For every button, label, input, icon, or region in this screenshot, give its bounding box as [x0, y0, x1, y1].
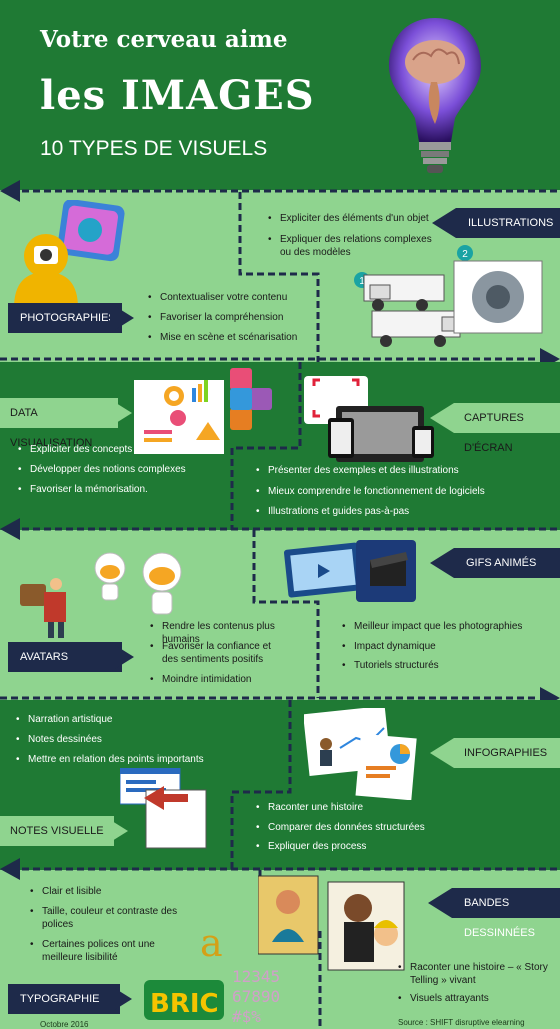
svg-text:a: a	[200, 921, 223, 965]
section1-divider	[238, 192, 320, 362]
illustrations-bullet-1: Expliciter des éléments d'un objet	[268, 212, 440, 225]
notes-bullet-3: Mettre en relation des points importants	[16, 753, 268, 766]
arrow-right-icon	[110, 642, 134, 672]
arrow-right-icon	[104, 816, 128, 846]
typo-art-digits-2: 67890	[232, 987, 280, 1006]
label-illustrations: ILLUSTRATIONS	[456, 208, 560, 238]
arrow-right-icon	[108, 984, 132, 1014]
notes-bullet-1: Narration artistique	[16, 713, 268, 726]
arrow-left-icon	[430, 738, 454, 768]
bd-bullet-2: Visuels attrayants	[398, 992, 552, 1005]
footer-date: Octobre 2016	[40, 1020, 89, 1029]
arrow-left-icon	[432, 208, 456, 238]
section3-divider	[252, 530, 320, 698]
illustrations-bullet-2: Expliquer des relations complexes ou des…	[268, 233, 440, 259]
title-line-2: les IMAGES	[40, 72, 315, 119]
arrow-left-icon	[430, 548, 454, 578]
arrow-left-icon	[430, 403, 454, 433]
separator-1	[0, 180, 560, 202]
svg-text:BRIC: BRIC	[150, 989, 219, 1019]
typo-bullet-2: Taille, couleur et contraste des polices	[30, 905, 182, 931]
typo-bullet-3: Certaines polices ont une meilleure lisi…	[30, 938, 182, 964]
label-infographies: INFOGRAPHIES	[454, 738, 560, 768]
label-bandes-dessinees: BANDES DESSINNÉES	[452, 888, 560, 939]
photographies-bullet-2: Favoriser la compréhension	[148, 311, 310, 324]
title-line-1: Votre cerveau aime	[40, 26, 288, 53]
badge-2: 2	[462, 249, 468, 260]
label-gifs: GIFS ANIMÉS	[454, 548, 560, 578]
infographies-bullet-2: Comparer des données structurées	[256, 821, 548, 834]
avatars-illustration	[20, 552, 182, 638]
infographies-bullet-3: Expliquer des process	[256, 840, 548, 853]
section4-divider	[230, 700, 292, 870]
data-visualisation-icon	[134, 368, 272, 454]
data-vis-bullet-3: Favoriser la mémorisation.	[18, 483, 220, 496]
gifs-bullet-1: Meilleur impact que les photographies	[342, 620, 554, 633]
label-typographie: TYPOGRAPHIE	[8, 984, 120, 1014]
avatars-bullet-2: Favoriser la confiance et des sentiments…	[150, 640, 282, 666]
captures-bullet-3: Illustrations et guides pas-à-pas	[256, 505, 548, 518]
arrow-right-icon	[108, 398, 132, 428]
captures-bullet-1: Présenter des exemples et des illustrati…	[256, 464, 548, 477]
captures-bullet-2: Mieux comprendre le fonctionnement de lo…	[256, 485, 548, 498]
label-captures: CAPTURES D'ÉCRAN	[454, 403, 560, 454]
visual-notes-icon	[120, 768, 207, 849]
typo-art-digits-1: 12345	[232, 967, 280, 986]
data-vis-bullet-1: Expliciter des concepts	[18, 443, 220, 456]
camera-icon	[14, 200, 125, 308]
typo-art-digits-3: #$%	[232, 1007, 261, 1024]
typo-bullet-1: Clair et lisible	[30, 885, 182, 898]
comics-illustration	[258, 875, 405, 971]
label-avatars: AVATARS	[8, 642, 122, 672]
label-notes-visuelles: NOTES VISUELLES	[0, 816, 114, 846]
arrow-right-icon	[110, 303, 134, 333]
separator-5	[0, 858, 560, 880]
subtitle: 10 TYPES DE VISUELS	[40, 137, 268, 160]
trucks-illustration: 1 2	[354, 245, 543, 347]
label-data-visualisation: DATA VISUALISATION	[0, 398, 118, 449]
footer-source: Source : SHIFT disruptive elearning	[398, 1018, 525, 1027]
infographic-icon	[304, 708, 417, 800]
gif-video-icon	[284, 540, 416, 602]
separator-3	[0, 518, 560, 540]
screenshot-devices-icon	[304, 376, 434, 462]
gifs-bullet-2: Impact dynamique	[342, 640, 554, 653]
data-vis-bullet-2: Développer des notions complexes	[18, 463, 220, 476]
photographies-bullet-1: Contextualiser votre contenu	[148, 291, 310, 304]
avatars-bullet-3: Moindre intimidation	[150, 673, 282, 686]
notes-bullet-2: Notes dessinées	[16, 733, 268, 746]
label-photographies: PHOTOGRAPHIES	[8, 303, 122, 333]
gifs-bullet-3: Tutoriels structurés	[342, 659, 554, 672]
arrow-left-icon	[428, 888, 452, 918]
bd-bullet-1: Raconter une histoire – « Story Telling …	[398, 961, 552, 987]
infographies-bullet-1: Raconter une histoire	[256, 801, 548, 814]
badge-1: 1	[359, 276, 365, 287]
lightbulb-brain-icon	[389, 18, 481, 173]
photographies-bullet-3: Mise en scène et scénarisation	[148, 331, 310, 344]
typography-art-icon: a BRIC 12345 67890 #$%	[144, 921, 280, 1024]
